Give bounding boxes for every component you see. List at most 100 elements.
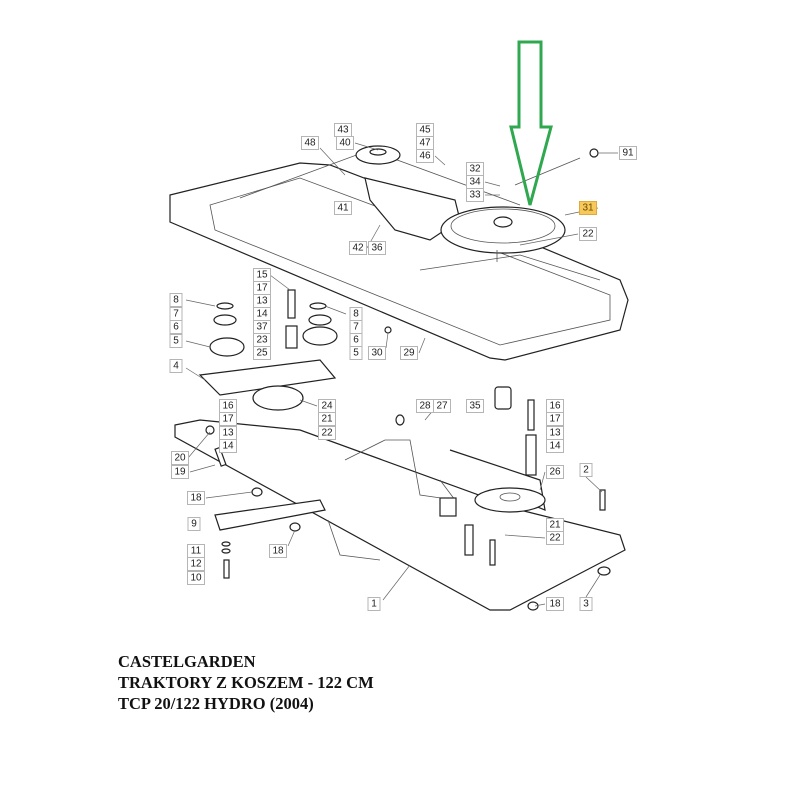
part-number: 1 [371, 599, 377, 610]
part-label-14: 14 [219, 439, 237, 453]
part-label-7: 7 [169, 307, 183, 321]
part-label-14: 14 [253, 307, 271, 321]
part-label-35: 35 [466, 399, 484, 413]
part-label-17: 17 [219, 412, 237, 426]
part-number: 8 [173, 295, 179, 306]
part-number: 7 [353, 322, 359, 333]
part-number: 28 [419, 401, 431, 412]
caption-model-variant: TCP 20/122 HYDRO (2004) [118, 694, 314, 713]
part-number: 15 [256, 270, 268, 281]
part-number: 17 [256, 283, 268, 294]
part-number: 21 [321, 414, 333, 425]
part-number: 18 [549, 599, 561, 610]
belt-assembly [239, 145, 599, 262]
part-number: 19 [174, 467, 186, 478]
part-number: 42 [352, 243, 364, 254]
part-number: 5 [173, 336, 179, 347]
part-number: 41 [337, 203, 349, 214]
part-label-8: 8 [349, 307, 363, 321]
part-label-15: 15 [253, 268, 271, 282]
part-label-27: 27 [433, 399, 451, 413]
part-label-8: 8 [169, 293, 183, 307]
part-label-17: 17 [546, 412, 564, 426]
part-number: 24 [321, 401, 333, 412]
part-label-13: 13 [219, 426, 237, 440]
part-label-3: 3 [579, 597, 593, 611]
part-number: 35 [469, 401, 481, 412]
part-number: 14 [549, 441, 561, 452]
part-number: 23 [256, 335, 268, 346]
part-number: 21 [549, 520, 561, 531]
part-number: 26 [549, 467, 561, 478]
part-number: 18 [272, 546, 284, 557]
part-number: 36 [371, 243, 383, 254]
part-label-13: 13 [546, 426, 564, 440]
part-number: 32 [469, 164, 481, 175]
part-number: 10 [190, 573, 202, 584]
part-number: 12 [190, 559, 202, 570]
deck-cover [169, 162, 629, 361]
part-number: 8 [353, 309, 359, 320]
part-number: 33 [469, 190, 481, 201]
base-plate [174, 419, 626, 611]
part-label-43: 43 [334, 123, 352, 137]
part-label-11: 11 [187, 544, 205, 558]
part-label-40: 40 [336, 136, 354, 150]
part-number: 29 [403, 348, 415, 359]
part-label-4: 4 [169, 359, 183, 373]
part-label-45: 45 [416, 123, 434, 137]
part-label-22: 22 [318, 426, 336, 440]
part-number: 31 [582, 203, 594, 214]
part-label-7: 7 [349, 320, 363, 334]
part-label-2: 2 [579, 463, 593, 477]
part-number: 30 [371, 348, 383, 359]
part-number: 22 [321, 428, 333, 439]
part-number: 2 [583, 465, 589, 476]
middle-parts [198, 289, 606, 511]
part-number: 13 [256, 296, 268, 307]
part-label-12: 12 [187, 557, 205, 571]
part-label-14: 14 [546, 439, 564, 453]
part-number: 6 [173, 322, 179, 333]
part-label-19: 19 [171, 465, 189, 479]
part-number: 45 [419, 125, 431, 136]
part-label-6: 6 [169, 320, 183, 334]
part-label-18: 18 [187, 491, 205, 505]
part-label-22: 22 [546, 531, 564, 545]
part-number: 47 [419, 138, 431, 149]
highlight-arrow [509, 40, 553, 206]
part-label-37: 37 [253, 320, 271, 334]
part-label-91: 91 [619, 146, 637, 160]
part-number: 37 [256, 322, 268, 333]
part-number: 48 [304, 138, 316, 149]
part-label-46: 46 [416, 149, 434, 163]
part-number: 11 [191, 546, 202, 557]
caption-brand: CASTELGARDEN [118, 652, 256, 671]
part-label-36: 36 [368, 241, 386, 255]
part-label-32: 32 [466, 162, 484, 176]
part-label-34: 34 [466, 175, 484, 189]
part-number: 9 [191, 519, 197, 530]
part-number: 22 [582, 229, 594, 240]
part-number: 13 [222, 428, 234, 439]
part-label-18: 18 [546, 597, 564, 611]
part-label-23: 23 [253, 333, 271, 347]
part-number: 17 [222, 414, 234, 425]
part-label-30: 30 [368, 346, 386, 360]
part-number: 16 [549, 401, 561, 412]
part-number: 20 [174, 453, 186, 464]
part-label-20: 20 [171, 451, 189, 465]
part-label-22: 22 [579, 227, 597, 241]
diagram-caption: CASTELGARDEN TRAKTORY Z KOSZEM - 122 CM … [118, 651, 374, 714]
part-number: 43 [337, 125, 349, 136]
part-label-31: 31 [579, 201, 597, 215]
part-number: 7 [173, 309, 179, 320]
part-number: 14 [256, 309, 268, 320]
part-number: 27 [436, 401, 448, 412]
part-number: 40 [339, 138, 351, 149]
part-label-48: 48 [301, 136, 319, 150]
part-label-10: 10 [187, 571, 205, 585]
part-label-9: 9 [187, 517, 201, 531]
part-number: 25 [256, 348, 268, 359]
